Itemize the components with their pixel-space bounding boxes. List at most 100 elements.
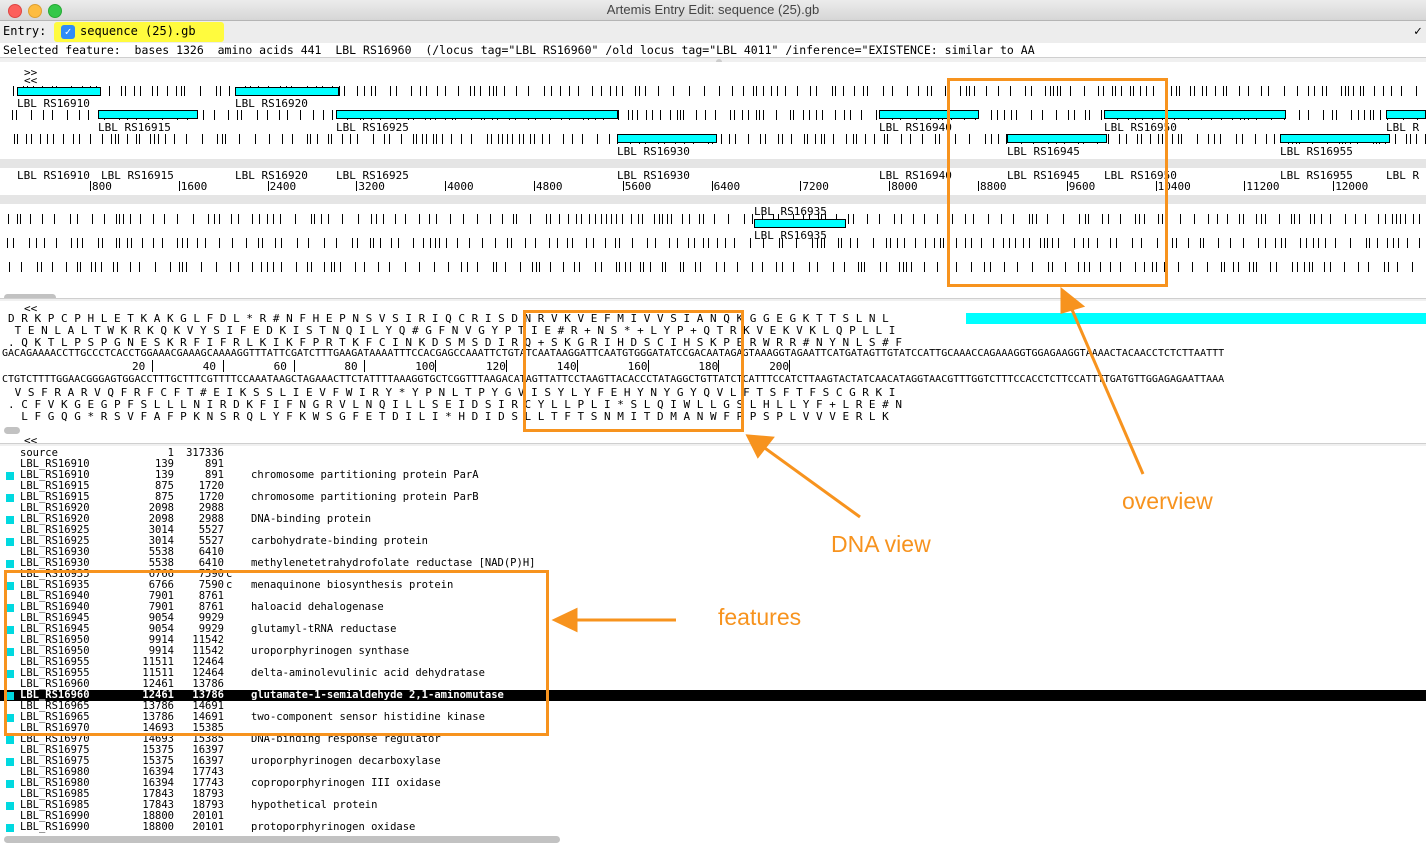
minimize-window-button[interactable] bbox=[28, 4, 42, 18]
strand-feature-label[interactable]: LBL R bbox=[1386, 169, 1420, 182]
feature-list-scrollbar[interactable] bbox=[4, 836, 560, 843]
feature-box[interactable] bbox=[879, 110, 979, 119]
scroll-forward-button[interactable]: >> bbox=[24, 66, 38, 79]
feature-box[interactable] bbox=[98, 110, 198, 119]
stop-codon-mark bbox=[619, 262, 620, 272]
overview-feature-label[interactable]: LBL RS16915 bbox=[98, 121, 171, 134]
reverse-feature-label[interactable]: LBL RS16935 bbox=[754, 229, 827, 242]
entry-name[interactable]: sequence (25).gb bbox=[80, 24, 196, 38]
feature-box[interactable] bbox=[617, 134, 717, 143]
stop-codon-mark bbox=[924, 214, 925, 224]
feature-box[interactable] bbox=[235, 87, 339, 96]
overview-feature-label[interactable]: LBL RS16955 bbox=[1280, 145, 1353, 158]
stop-codon-mark bbox=[1120, 214, 1121, 224]
stop-codon-mark bbox=[1140, 86, 1141, 96]
pane-divider-middle[interactable] bbox=[0, 298, 1426, 301]
feature-box[interactable] bbox=[754, 219, 846, 228]
dna-view-panel[interactable]: << D R K P C P H L E T K A K G L F D L *… bbox=[0, 302, 1426, 426]
overview-feature-label[interactable]: LBL RS16920 bbox=[235, 97, 308, 110]
reverse-feature-label[interactable]: LBL RS16935 bbox=[754, 205, 827, 218]
stop-codon-mark bbox=[493, 262, 494, 272]
strand-feature-label[interactable]: LBL RS16930 bbox=[617, 169, 690, 182]
stop-codon-mark bbox=[237, 110, 238, 120]
dna-scroll-back-button[interactable]: << bbox=[24, 302, 38, 315]
overview-feature-label[interactable]: LBL R bbox=[1386, 121, 1420, 134]
overview-feature-label[interactable]: LBL RS16945 bbox=[1007, 145, 1080, 158]
stop-codon-mark bbox=[816, 110, 817, 120]
dna-scale-label: 60 bbox=[273, 360, 287, 373]
overview-feature-label[interactable]: LBL RS16930 bbox=[617, 145, 690, 158]
overflow-check-icon[interactable]: ✓ bbox=[1414, 24, 1422, 39]
strand-feature-label[interactable]: LBL RS16940 bbox=[879, 169, 952, 182]
feature-box[interactable] bbox=[1104, 110, 1286, 119]
feature-box[interactable] bbox=[1280, 134, 1390, 143]
strand-feature-label[interactable]: LBL RS16920 bbox=[235, 169, 308, 182]
pane-divider-bottom[interactable] bbox=[0, 443, 1426, 446]
stop-codon-mark bbox=[1003, 238, 1004, 248]
strand-feature-label[interactable]: LBL RS16910 bbox=[17, 169, 90, 182]
strand-feature-label[interactable]: LBL RS16925 bbox=[336, 169, 409, 182]
stop-codon-mark bbox=[40, 134, 41, 144]
feature-start: 6766 bbox=[148, 568, 174, 580]
pane-divider-top[interactable] bbox=[0, 57, 1426, 62]
strand-feature-label[interactable]: LBL RS16955 bbox=[1280, 169, 1353, 182]
feature-box[interactable] bbox=[17, 87, 101, 96]
close-window-button[interactable] bbox=[8, 4, 22, 18]
entry-checkbox[interactable]: ✓ bbox=[61, 25, 75, 39]
feature-box[interactable] bbox=[336, 110, 618, 119]
strand-feature-label[interactable]: LBL RS16945 bbox=[1007, 169, 1080, 182]
feature-box[interactable] bbox=[1007, 134, 1107, 143]
feature-start: 12461 bbox=[142, 689, 174, 701]
overview-feature-label[interactable]: LBL RS16940 bbox=[879, 121, 952, 134]
overview-scrollbar[interactable] bbox=[4, 294, 56, 301]
strand-feature-label[interactable]: LBL RS16915 bbox=[101, 169, 174, 182]
overview-feature-label[interactable]: LBL RS16910 bbox=[17, 97, 90, 110]
stop-codon-mark bbox=[748, 110, 749, 120]
feature-name: LBL_RS16950 bbox=[20, 645, 90, 657]
scroll-back-button[interactable]: << bbox=[24, 74, 38, 87]
entry-chip[interactable] bbox=[54, 22, 224, 42]
maximize-window-button[interactable] bbox=[48, 4, 62, 18]
overview-feature-label[interactable]: LBL RS16925 bbox=[336, 121, 409, 134]
dna-scrollbar[interactable] bbox=[4, 427, 20, 434]
feature-name: LBL_RS16945 bbox=[20, 623, 90, 635]
stop-codon-mark bbox=[1285, 238, 1286, 248]
